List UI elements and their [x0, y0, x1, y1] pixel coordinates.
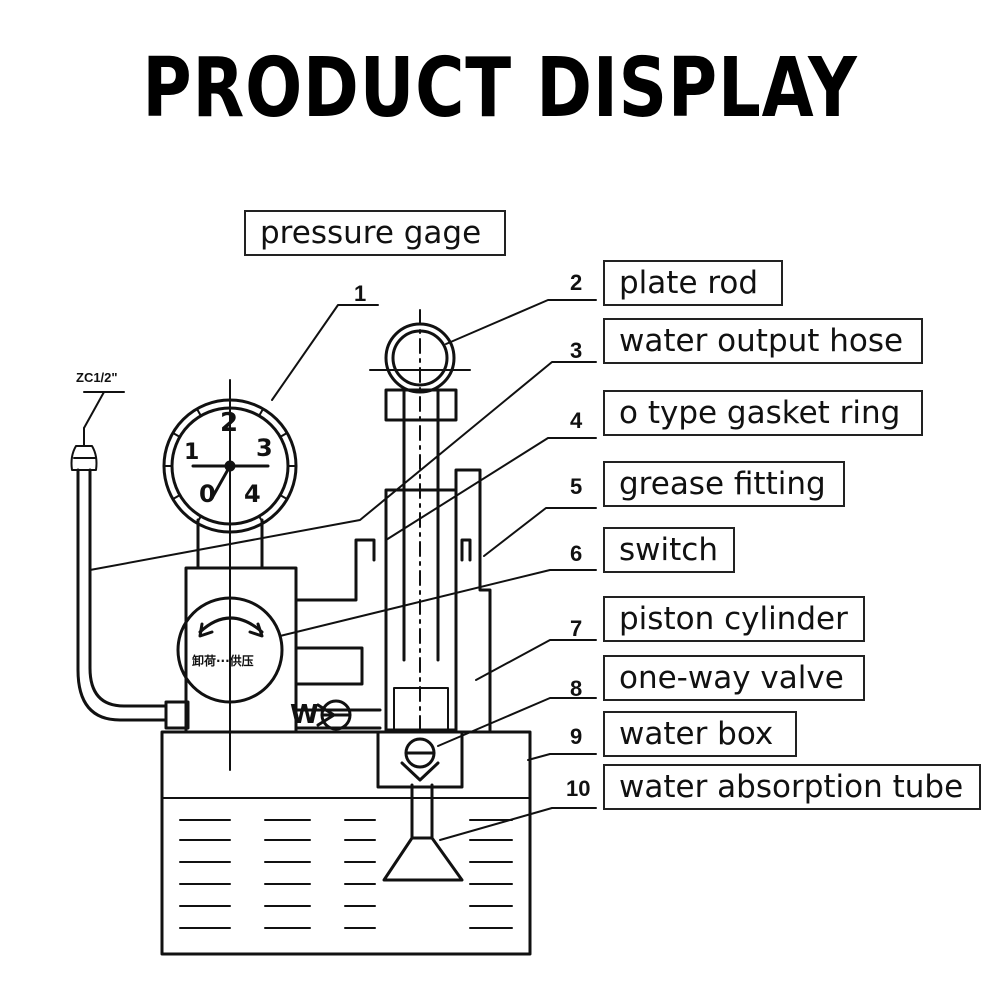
part-number-3: 3 — [570, 338, 583, 363]
part-number-9: 9 — [570, 724, 583, 749]
label-one-way-valve: one-way valve — [603, 655, 865, 701]
label-pressure-gage: pressure gage — [244, 210, 506, 256]
part-number-6: 6 — [570, 541, 583, 566]
part-number-7: 7 — [570, 616, 583, 641]
water-absorption-tube — [382, 783, 464, 882]
part-number-2: 2 — [570, 270, 583, 295]
plate-rod — [369, 322, 471, 472]
part-number-1: 1 — [354, 281, 367, 306]
leader-lines — [89, 299, 597, 841]
outlet-marker: W — [290, 700, 319, 730]
label-water-absorption-tube: water absorption tube — [603, 764, 981, 810]
piston-cylinder — [354, 309, 492, 732]
gauge-digit-0: 0 — [199, 480, 216, 508]
gauge-digit-1: 1 — [184, 440, 200, 465]
one-way-valve — [400, 737, 440, 782]
part-number-8: 8 — [570, 676, 583, 701]
water-output-hose — [70, 391, 168, 722]
gauge-digit-2: 2 — [220, 408, 239, 438]
gauge-digit-3: 3 — [256, 434, 273, 462]
gauge-digit-4: 4 — [244, 480, 261, 508]
label-water-box: water box — [603, 711, 797, 757]
switch-text: 卸荷···供压 — [192, 654, 254, 668]
page-title: PRODUCT DISPLAY — [142, 41, 858, 136]
part-number-10: 10 — [566, 776, 591, 801]
label-plate-rod: plate rod — [603, 260, 783, 306]
label-water-output-hose: water output hose — [603, 318, 923, 364]
label-grease-fitting: grease fitting — [603, 461, 845, 507]
outlet-valve — [316, 699, 352, 731]
water-lines — [179, 819, 513, 929]
part-number-4: 4 — [570, 408, 583, 433]
label-piston-cylinder: piston cylinder — [603, 596, 865, 642]
label-switch: switch — [603, 527, 735, 573]
part-number-5: 5 — [570, 474, 583, 499]
water-box — [160, 730, 532, 956]
label-o-type-gasket-ring: o type gasket ring — [603, 390, 923, 436]
fitting-label: ZC1/2" — [76, 370, 118, 385]
valve-block — [376, 730, 464, 789]
